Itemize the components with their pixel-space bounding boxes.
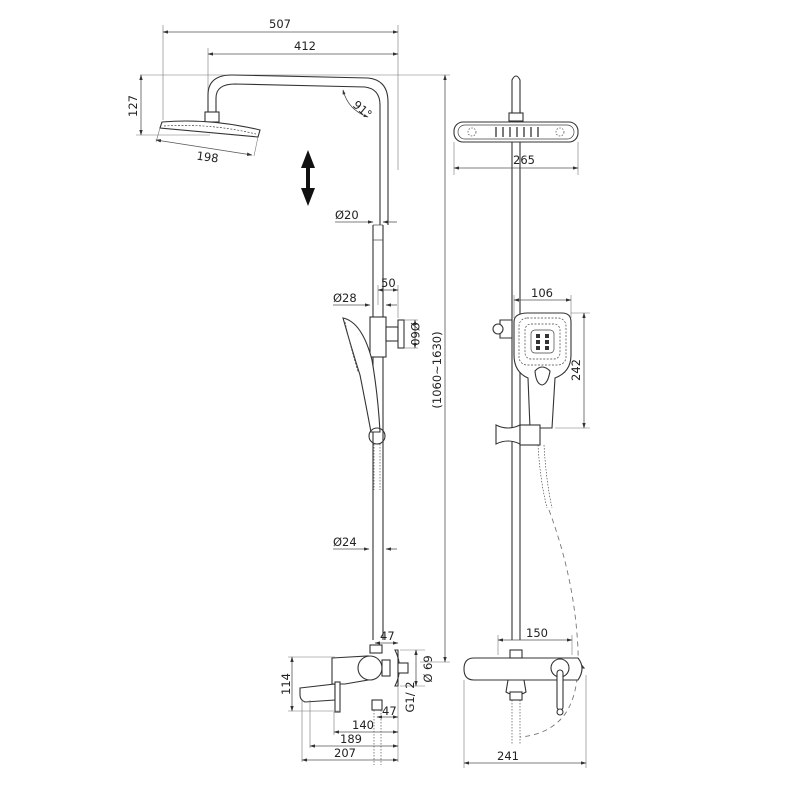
dim-hand-shower-length: 242 — [555, 312, 590, 429]
front-view: 265 106 — [453, 75, 590, 768]
dim-holder-diameter: Ø60 — [404, 319, 422, 349]
dim-d60-label: Ø60 — [408, 322, 422, 346]
dim-207-label: 207 — [334, 746, 356, 760]
dim-holder-offset: 50 — [377, 276, 399, 318]
dim-mixer-height: 114 — [279, 656, 340, 712]
dim-127-label: 127 — [126, 95, 140, 117]
angle-91-label: 91° — [350, 98, 375, 122]
dim-d24-label: Ø24 — [333, 535, 357, 549]
dim-106-label: 106 — [531, 286, 553, 300]
dim-hand-shower-width: 106 — [513, 286, 572, 318]
dim-height-range: (1060~1630) — [420, 74, 450, 663]
dim-507-label: 507 — [269, 17, 291, 31]
dim-265-label: 265 — [513, 153, 535, 167]
dim-198-label: 198 — [196, 149, 220, 166]
dim-d28-label: Ø28 — [333, 291, 357, 305]
hand-shower-front — [513, 312, 572, 429]
dim-114-label: 114 — [279, 673, 293, 695]
thread-label: G1/ 2 — [403, 681, 417, 712]
dim-241-label: 241 — [497, 749, 519, 763]
up-down-arrow-icon — [301, 150, 315, 206]
mixer-side — [299, 644, 409, 765]
dim-overall-width: 507 — [162, 17, 399, 170]
dim-150-label: 150 — [526, 626, 548, 640]
hand-shower-side — [342, 317, 386, 490]
side-view: 507 412 127 91° — [126, 17, 450, 765]
dim-189-label: 189 — [340, 732, 362, 746]
dim-arm-length: 412 — [207, 39, 399, 120]
dim-head-height: 127 — [126, 74, 210, 136]
dim-mixer-flange: Ø 69 — [400, 649, 435, 687]
dim-47-bottom-label: 47 — [382, 704, 397, 718]
dim-242-label: 242 — [569, 359, 583, 381]
dim-height-range-label: (1060~1630) — [430, 331, 444, 408]
dim-47-top-label: 47 — [380, 629, 395, 643]
dim-140-label: 140 — [352, 718, 374, 732]
rain-shower-head-side — [159, 120, 261, 138]
dim-head-width: 265 — [453, 142, 579, 175]
dim-pipe-lower: Ø24 — [333, 535, 397, 551]
dim-pipe-middle: Ø28 — [333, 291, 397, 307]
dim-mixer-centers: 150 — [497, 626, 573, 655]
dim-d20-label: Ø20 — [335, 208, 359, 222]
rain-shower-head-front — [453, 121, 579, 143]
dim-head-diameter: 198 — [155, 127, 259, 166]
dim-mixer-depths: 140 189 207 — [301, 686, 399, 762]
dim-mixer-offset-top: 47 — [374, 629, 399, 645]
dim-412-label: 412 — [294, 39, 316, 53]
dim-pipe-upper: Ø20 — [335, 208, 397, 224]
dim-d69-label: Ø 69 — [421, 655, 435, 682]
mixer-front — [463, 649, 586, 745]
dim-mixer-width: 241 — [463, 675, 587, 768]
dim-50-label: 50 — [381, 276, 396, 290]
dim-outlet-offset: 47 — [376, 704, 399, 719]
